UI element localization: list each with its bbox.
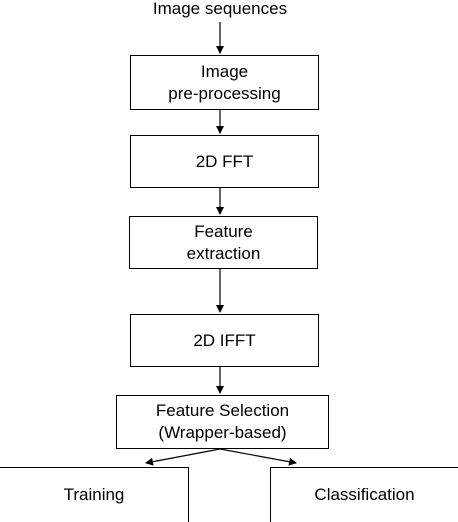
extraction-box: Feature extraction bbox=[129, 216, 318, 269]
selection-line1: Feature Selection bbox=[155, 401, 290, 420]
selection-box: Feature Selection (Wrapper-based) bbox=[116, 395, 329, 449]
training-box: Training bbox=[0, 467, 189, 522]
extraction-line2: extraction bbox=[186, 243, 261, 263]
ifft-box: 2D IFFT bbox=[130, 314, 319, 367]
preprocessing-line1: Image bbox=[200, 61, 249, 81]
input-label: Image sequences bbox=[152, 0, 288, 18]
classification-box: Classification bbox=[270, 467, 458, 522]
fft-label: 2D FFT bbox=[195, 151, 254, 171]
ifft-label: 2D IFFT bbox=[193, 330, 256, 350]
selection-line2: (Wrapper-based) bbox=[158, 423, 287, 442]
fft-box: 2D FFT bbox=[130, 135, 319, 188]
classification-label: Classification bbox=[314, 485, 415, 504]
preprocessing-box: Image pre-processing bbox=[130, 55, 319, 110]
arrow-selection-to-classification bbox=[219, 448, 297, 466]
training-label: Training bbox=[63, 485, 125, 504]
preprocessing-line2: pre-processing bbox=[168, 83, 281, 103]
arrow-selection-to-training bbox=[145, 448, 221, 466]
extraction-line1: Feature bbox=[194, 221, 253, 241]
